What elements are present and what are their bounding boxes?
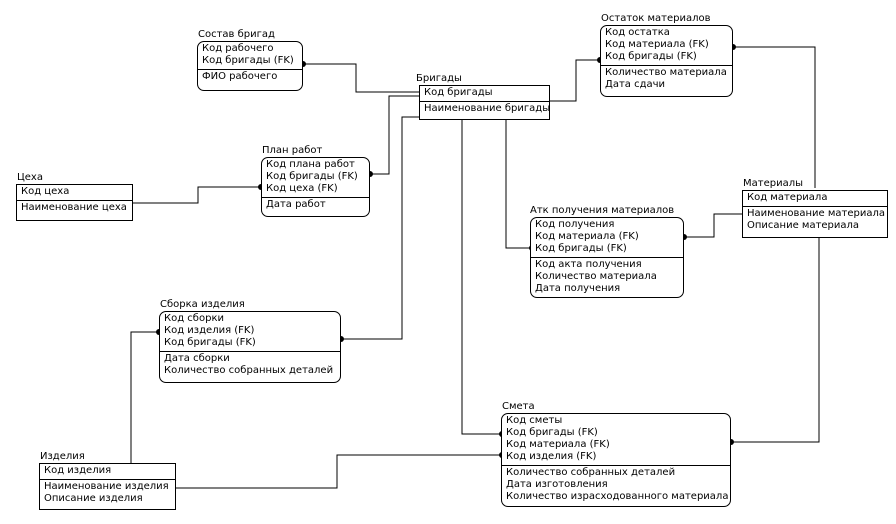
attr-section: Наименование бригады xyxy=(420,102,551,117)
attr-section: Дата работ xyxy=(262,198,369,213)
key-section: Код получения Код материала (FK) Код бри… xyxy=(531,218,683,258)
key-section: Код цеха xyxy=(17,185,132,201)
attr-field: Дата работ xyxy=(266,199,326,210)
attr-section: Количество собранных деталей Дата изгото… xyxy=(502,466,730,505)
entity-brigady[interactable]: Код бригады Наименование бригады xyxy=(419,85,550,120)
key-field: Код плана работ xyxy=(266,159,355,170)
entity-sborka-izdeliya[interactable]: Код сборки Код изделия (FK) Код бригады … xyxy=(159,311,341,383)
entity-title-brigady: Бригады xyxy=(416,73,462,84)
key-field: Код бригады (FK) xyxy=(202,55,294,66)
attr-section: ФИО рабочего xyxy=(198,70,302,85)
attr-section: Наименование материала Описание материал… xyxy=(743,207,887,234)
rel-brigady-sostav xyxy=(303,63,420,93)
entity-title-sostav: Состав бригад xyxy=(198,29,275,40)
entity-tseha[interactable]: Код цеха Наименование цеха xyxy=(16,184,133,221)
entity-title-smeta: Смета xyxy=(502,401,535,412)
key-field: Код цеха xyxy=(21,186,70,197)
entity-smeta[interactable]: Код сметы Код бригады (FK) Код материала… xyxy=(501,413,731,507)
attr-field: Количество израсходованного материала xyxy=(506,491,729,502)
key-section: Код изделия xyxy=(40,464,175,480)
entity-title-tseha: Цеха xyxy=(17,172,43,183)
key-field: Код материала (FK) xyxy=(535,231,639,242)
entity-plan-rabot[interactable]: Код плана работ Код бригады (FK) Код цех… xyxy=(261,157,370,217)
attr-field: Наименование бригады xyxy=(424,103,551,114)
attr-section: Код акта получения Количество материала … xyxy=(531,258,683,297)
attr-field: Описание материала xyxy=(747,220,860,231)
entity-title-sborka: Сборка изделия xyxy=(160,299,245,310)
attr-section: Количество материала Дата сдачи xyxy=(601,66,732,93)
entity-materialy[interactable]: Код материала Наименование материала Опи… xyxy=(742,190,888,238)
attr-field: Дата изготовления xyxy=(506,479,608,490)
attr-field: Наименование материала xyxy=(747,208,886,219)
key-section: Код остатка Код материала (FK) Код брига… xyxy=(601,26,732,66)
key-field: Код изделия xyxy=(44,465,112,476)
entity-title-akt: Атк получения материалов xyxy=(530,205,675,216)
key-field: Код получения xyxy=(535,219,615,230)
entity-ostatok-materialov[interactable]: Код остатка Код материала (FK) Код брига… xyxy=(600,25,733,97)
entity-title-plan: План работ xyxy=(262,145,323,156)
attr-field: Количество собранных деталей xyxy=(164,365,334,376)
attr-field: Дата сборки xyxy=(164,353,230,364)
rel-brigady-akt xyxy=(505,119,532,249)
rel-izdeliya-smeta xyxy=(176,454,502,489)
attr-field: Код акта получения xyxy=(535,259,642,270)
attr-section: Наименование изделия Описание изделия xyxy=(40,480,175,507)
attr-section: Наименование цеха xyxy=(17,201,132,216)
rel-brigady-plan xyxy=(370,95,420,175)
attr-field: Количество материала xyxy=(605,67,727,78)
attr-field: Количество материала xyxy=(535,271,657,282)
key-field: Код материала (FK) xyxy=(605,39,709,50)
key-field: Код цеха (FK) xyxy=(266,183,338,194)
rel-materialy-smeta xyxy=(731,238,820,443)
attr-field: Наименование цеха xyxy=(21,202,127,213)
entity-title-ostatok: Остаток материалов xyxy=(601,13,711,24)
key-field: Код материала (FK) xyxy=(506,439,610,450)
key-field: Код изделия (FK) xyxy=(506,451,597,462)
attr-field: Наименование изделия xyxy=(44,481,169,492)
rel-brigady-smeta xyxy=(461,119,502,435)
attr-field: ФИО рабочего xyxy=(202,71,278,82)
key-field: Код остатка xyxy=(605,27,670,38)
key-field: Код сборки xyxy=(164,313,224,324)
attr-field: Дата получения xyxy=(535,283,621,294)
attr-field: Описание изделия xyxy=(44,493,143,504)
entity-title-materialy: Материалы xyxy=(743,178,803,189)
rel-tseha-plan xyxy=(133,186,261,204)
rel-brigady-ostatok xyxy=(549,59,600,102)
entity-izdeliya[interactable]: Код изделия Наименование изделия Описани… xyxy=(39,463,176,510)
entity-sostav-brigad[interactable]: Код рабочего Код бригады (FK) ФИО рабоче… xyxy=(197,41,303,91)
key-field: Код бригады (FK) xyxy=(535,243,627,254)
key-section: Код сборки Код изделия (FK) Код бригады … xyxy=(160,312,340,352)
key-section: Код бригады xyxy=(420,86,549,102)
key-field: Код бригады xyxy=(424,87,493,98)
rel-materialy-akt xyxy=(684,213,742,238)
key-field: Код бригады (FK) xyxy=(605,51,697,62)
key-field: Код бригады (FK) xyxy=(266,171,358,182)
entity-akt-polucheniya[interactable]: Код получения Код материала (FK) Код бри… xyxy=(530,217,684,298)
key-section: Код материала xyxy=(743,191,887,207)
key-field: Код рабочего xyxy=(202,43,274,54)
key-section: Код сметы Код бригады (FK) Код материала… xyxy=(502,414,730,466)
attr-field: Количество собранных деталей xyxy=(506,467,676,478)
attr-field: Дата сдачи xyxy=(605,79,666,90)
key-field: Код сметы xyxy=(506,415,563,426)
rel-izdeliya-sborka xyxy=(130,331,159,463)
key-field: Код бригады (FK) xyxy=(506,427,598,438)
key-section: Код плана работ Код бригады (FK) Код цех… xyxy=(262,158,369,198)
key-field: Код бригады (FK) xyxy=(164,337,256,348)
key-field: Код материала xyxy=(747,192,828,203)
rel-brigady-sborka xyxy=(341,116,420,340)
entity-title-izdeliya: Изделия xyxy=(40,451,85,462)
rel-materialy-ostatok xyxy=(733,46,816,188)
key-section: Код рабочего Код бригады (FK) xyxy=(198,42,302,70)
key-field: Код изделия (FK) xyxy=(164,325,255,336)
attr-section: Дата сборки Количество собранных деталей xyxy=(160,352,340,379)
